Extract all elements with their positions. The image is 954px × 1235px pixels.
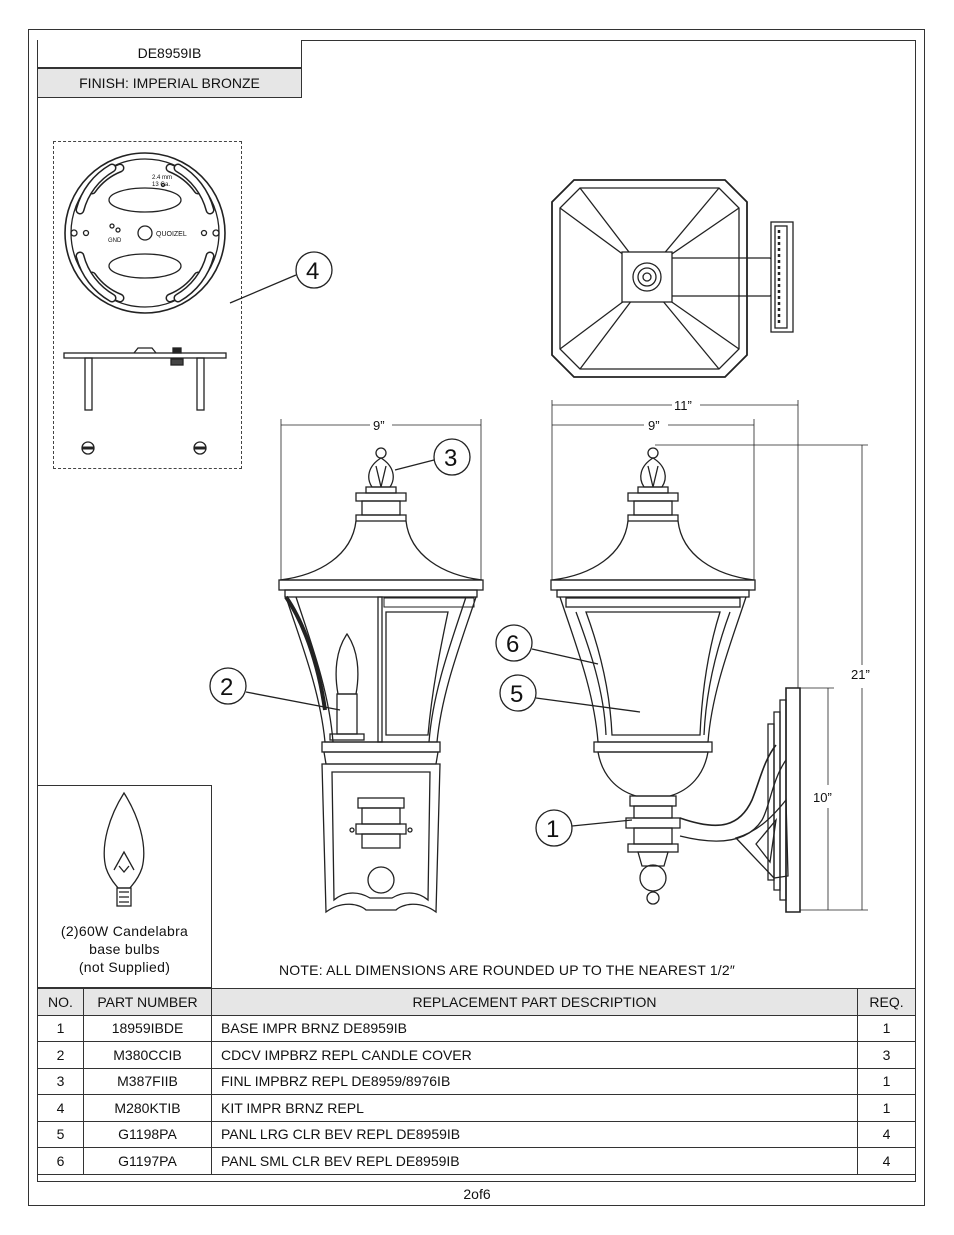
row-description: PANL LRG CLR BEV REPL DE8959IB — [211, 1120, 858, 1148]
callout-4-leader — [229, 274, 297, 304]
dimension-width-side: 9” — [648, 418, 660, 433]
table-row: 2 M380CCIB CDCV IMPBRZ REPL CANDLE COVER… — [37, 1041, 916, 1069]
parts-table: NO. PART NUMBER REPLACEMENT PART DESCRIP… — [37, 988, 916, 1175]
row-no: 1 — [37, 1014, 84, 1042]
side-elevation-drawing — [550, 400, 868, 913]
bulb-info-box: (2)60W Candelabra base bulbs (not Suppli… — [37, 785, 212, 988]
plate-gauge-label: 13 Ga. — [152, 182, 170, 188]
bulb-caption-line2: base bulbs — [89, 941, 160, 957]
table-row: 4 M280KTIB KIT IMPR BRNZ REPL 1 — [37, 1094, 916, 1122]
row-no: 4 — [37, 1094, 84, 1122]
row-req: 1 — [857, 1067, 916, 1095]
dimensions-note: NOTE: ALL DIMENSIONS ARE ROUNDED UP TO T… — [279, 962, 736, 978]
row-req: 1 — [857, 1094, 916, 1122]
dimension-height-overall: 21” — [851, 667, 870, 682]
bulb-caption-line3: (not Supplied) — [78, 959, 171, 975]
plate-brand-label: QUOIZEL — [156, 231, 187, 238]
callout-3-leader — [394, 459, 435, 471]
row-req: 4 — [857, 1120, 916, 1148]
callout-6-label: 6 — [506, 631, 519, 658]
row-part-number: G1197PA — [83, 1147, 212, 1175]
bulb-caption-line1: (2)60W Candelabra — [60, 923, 189, 939]
header-part-number: PART NUMBER — [83, 988, 212, 1016]
callout-4-label: 4 — [306, 258, 319, 285]
finish-label: FINISH: IMPERIAL BRONZE — [37, 68, 302, 98]
callout-6-leader — [531, 648, 599, 665]
header-description: REPLACEMENT PART DESCRIPTION — [211, 988, 858, 1016]
callout-5-leader — [535, 697, 641, 713]
row-req: 1 — [857, 1014, 916, 1042]
row-no: 3 — [37, 1067, 84, 1095]
row-part-number: 18959IBDE — [83, 1014, 212, 1042]
row-req: 4 — [857, 1147, 916, 1175]
callout-5-circle — [499, 674, 537, 712]
table-row: 6 G1197PA PANL SML CLR BEV REPL DE8959IB… — [37, 1147, 916, 1175]
callout-6-circle — [495, 624, 533, 662]
callout-5-label: 5 — [510, 681, 523, 708]
row-no: 6 — [37, 1147, 84, 1175]
model-number: DE8959IB — [37, 40, 302, 68]
callout-4-circle — [295, 251, 333, 289]
row-part-number: M380CCIB — [83, 1041, 212, 1069]
callout-2-leader — [245, 691, 341, 711]
table-row: 3 M387FIIB FINL IMPBRZ REPL DE8959/8976I… — [37, 1067, 916, 1095]
row-description: PANL SML CLR BEV REPL DE8959IB — [211, 1147, 858, 1175]
dimension-backplate-height: 10” — [813, 790, 832, 805]
page-inner-frame — [37, 40, 916, 1182]
callout-1-leader — [571, 819, 633, 827]
callout-1-label: 1 — [546, 816, 559, 843]
top-plan-drawing — [551, 179, 794, 378]
plate-thickness-label: 2.4 mm — [152, 175, 172, 181]
plate-gnd-label: GND — [108, 238, 122, 244]
mounting-plate-drawing — [64, 152, 226, 314]
callout-3-label: 3 — [444, 445, 457, 472]
row-description: FINL IMPBRZ REPL DE8959/8976IB — [211, 1067, 858, 1095]
page-outer-frame — [28, 29, 925, 1206]
mounting-plate-side-drawing — [63, 347, 227, 455]
table-row: 5 G1198PA PANL LRG CLR BEV REPL DE8959IB… — [37, 1120, 916, 1148]
row-description: KIT IMPR BRNZ REPL — [211, 1094, 858, 1122]
row-description: CDCV IMPBRZ REPL CANDLE COVER — [211, 1041, 858, 1069]
parts-table-header: NO. PART NUMBER REPLACEMENT PART DESCRIP… — [37, 988, 916, 1016]
row-req: 3 — [857, 1041, 916, 1069]
candelabra-bulb-drawing — [103, 791, 145, 907]
callout-3-circle — [433, 438, 471, 476]
row-description: BASE IMPR BRNZ DE8959IB — [211, 1014, 858, 1042]
header-no: NO. — [37, 988, 84, 1016]
front-elevation-drawing — [278, 419, 484, 914]
table-row: 1 18959IBDE BASE IMPR BRNZ DE8959IB 1 — [37, 1014, 916, 1042]
row-no: 2 — [37, 1041, 84, 1069]
header-req: REQ. — [857, 988, 916, 1016]
row-part-number: M280KTIB — [83, 1094, 212, 1122]
dimension-width-side-overall: 11” — [674, 398, 692, 413]
dimension-width-front: 9” — [373, 418, 385, 433]
callout-2-label: 2 — [220, 674, 233, 701]
row-part-number: G1198PA — [83, 1120, 212, 1148]
callout-2-circle — [209, 667, 247, 705]
page-number: 2of6 — [463, 1186, 491, 1202]
row-part-number: M387FIIB — [83, 1067, 212, 1095]
row-no: 5 — [37, 1120, 84, 1148]
mounting-kit-panel — [53, 141, 242, 469]
callout-1-circle — [535, 809, 573, 847]
